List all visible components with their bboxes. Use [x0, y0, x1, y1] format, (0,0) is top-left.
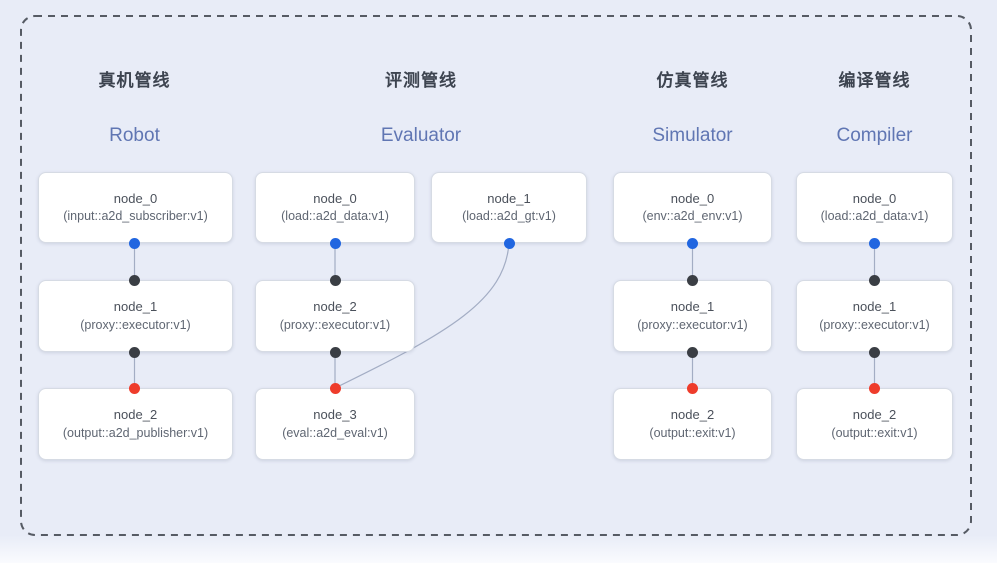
node-name: node_2 — [113, 407, 158, 423]
node-name: node_0 — [113, 190, 158, 206]
node-name: node_1 — [487, 190, 531, 206]
pipeline-subtitle-simulator: Simulator — [652, 125, 733, 146]
node-type: (proxy::executor:v1) — [279, 317, 391, 332]
connector-port-dot — [329, 274, 341, 286]
pipeline-subtitle-compiler: Compiler — [836, 125, 913, 146]
pipeline-title-compiler: 编译管线 — [838, 71, 911, 90]
node-name: node_2 — [670, 407, 715, 423]
output-port-dot — [869, 237, 880, 249]
node-type: (proxy::executor:v1) — [637, 317, 748, 332]
node-type: (input::a2d_subscriber:v1) — [63, 209, 208, 224]
pipeline-title-evaluator: 评测管线 — [385, 71, 457, 90]
connector-port-dot — [687, 346, 698, 358]
node-type: (output::exit:v1) — [831, 425, 918, 440]
output-port-dot — [329, 237, 341, 249]
node-type: (load::a2d_data:v1) — [820, 209, 929, 224]
node-card-compiler-node2[interactable]: node_2 (output::exit:v1) — [796, 388, 953, 460]
node-card-robot-node1[interactable]: node_1 (proxy::executor:v1) — [38, 280, 233, 352]
node-name: node_0 — [852, 190, 897, 206]
node-name: node_0 — [670, 190, 715, 206]
dashed-frame — [20, 15, 972, 536]
node-type: (proxy::executor:v1) — [80, 317, 191, 332]
input-port-dot — [329, 382, 341, 394]
node-card-simulator-node2[interactable]: node_2 (output::exit:v1) — [613, 388, 772, 460]
pipeline-subtitle-robot: Robot — [109, 125, 160, 146]
node-card-simulator-node1[interactable]: node_1 (proxy::executor:v1) — [613, 280, 772, 352]
node-name: node_1 — [852, 299, 897, 315]
node-card-compiler-node0[interactable]: node_0 (load::a2d_data:v1) — [796, 172, 953, 243]
node-card-evaluator-node2[interactable]: node_2 (proxy::executor:v1) — [255, 280, 415, 352]
node-name: node_1 — [670, 299, 715, 315]
node-type: (output::a2d_publisher:v1) — [62, 425, 209, 440]
node-card-evaluator-node0[interactable]: node_0 (load::a2d_data:v1) — [255, 172, 415, 243]
output-port-dot — [129, 237, 140, 249]
pipeline-title-robot: 真机管线 — [98, 71, 171, 90]
input-port-dot — [687, 382, 698, 394]
input-port-dot — [129, 382, 140, 394]
pipeline-subtitle-evaluator: Evaluator — [380, 125, 462, 146]
node-type: (env::a2d_env:v1) — [642, 209, 743, 224]
node-name: node_2 — [313, 299, 357, 315]
node-card-robot-node2[interactable]: node_2 (output::a2d_publisher:v1) — [38, 388, 233, 460]
connector-port-dot — [869, 346, 880, 358]
node-name: node_2 — [852, 407, 897, 423]
output-port-dot — [687, 237, 698, 249]
node-name: node_0 — [313, 190, 357, 206]
node-card-compiler-node1[interactable]: node_1 (proxy::executor:v1) — [796, 280, 953, 352]
node-type: (load::a2d_data:v1) — [281, 209, 389, 224]
node-card-evaluator-node1[interactable]: node_1 (load::a2d_gt:v1) — [431, 172, 587, 243]
node-type: (eval::a2d_eval:v1) — [282, 425, 388, 440]
connector-port-dot — [129, 274, 140, 286]
node-type: (load::a2d_gt:v1) — [462, 209, 556, 224]
connector-port-dot — [869, 274, 880, 286]
edge-curve — [334, 242, 510, 389]
output-port-dot — [503, 237, 515, 249]
connector-port-dot — [687, 274, 698, 286]
node-card-evaluator-node3[interactable]: node_3 (eval::a2d_eval:v1) — [255, 388, 415, 460]
node-name: node_1 — [113, 299, 158, 315]
pipeline-title-simulator: 仿真管线 — [656, 71, 729, 90]
connector-port-dot — [129, 346, 140, 358]
connector-port-dot — [329, 346, 341, 358]
input-port-dot — [869, 382, 880, 394]
node-name: node_3 — [313, 407, 357, 423]
node-type: (output::exit:v1) — [649, 425, 736, 440]
node-card-simulator-node0[interactable]: node_0 (env::a2d_env:v1) — [613, 172, 772, 243]
node-card-robot-node0[interactable]: node_0 (input::a2d_subscriber:v1) — [38, 172, 233, 243]
node-type: (proxy::executor:v1) — [819, 317, 930, 332]
